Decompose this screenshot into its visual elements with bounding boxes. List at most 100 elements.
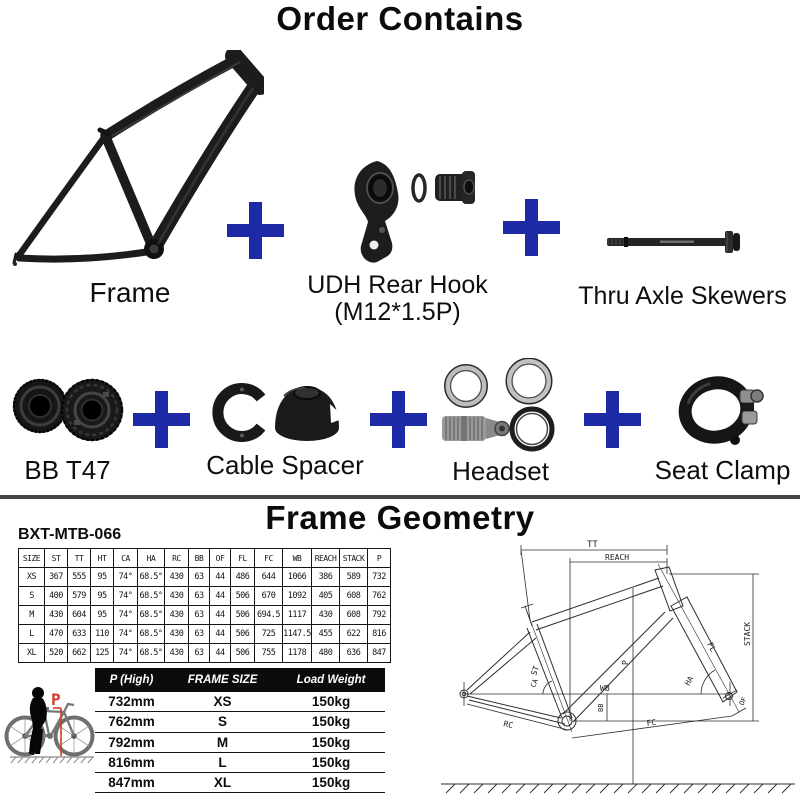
udh-label-line1: UDH Rear Hook <box>307 271 488 299</box>
table-cell: 847mm <box>95 772 168 794</box>
table-cell: 405 <box>311 586 340 606</box>
table-cell: 95 <box>90 567 114 587</box>
table-cell: 1117 <box>282 605 312 625</box>
section-divider <box>0 495 800 499</box>
column-header: HA <box>137 548 165 568</box>
table-cell: 63 <box>188 567 210 587</box>
table-cell: 63 <box>188 643 210 663</box>
table-cell: 63 <box>188 586 210 606</box>
table-cell: 636 <box>339 643 368 663</box>
table-cell: 125 <box>90 643 114 663</box>
table-cell: 644 <box>254 567 283 587</box>
dim-label-fc: FC <box>646 718 657 728</box>
table-cell: 367 <box>44 567 68 587</box>
table-cell: 430 <box>44 605 68 625</box>
dim-label-reach: REACH <box>605 553 629 562</box>
table-cell: 44 <box>209 624 231 644</box>
table-cell: L <box>167 752 278 774</box>
seat-clamp-photo <box>678 376 764 445</box>
table-cell: 430 <box>164 624 189 644</box>
table-cell: 95 <box>90 605 114 625</box>
table-cell: 589 <box>339 567 368 587</box>
table-cell: 400 <box>44 586 68 606</box>
table-cell: 579 <box>67 586 91 606</box>
column-header: WB <box>282 548 312 568</box>
table-cell: 1147.5 <box>282 624 312 644</box>
table-cell: 1092 <box>282 586 312 606</box>
plus-icon <box>133 391 190 448</box>
table-cell: 480 <box>311 643 340 663</box>
dim-label-p: P <box>621 660 630 665</box>
column-header: HT <box>90 548 114 568</box>
table-cell: L <box>18 624 45 644</box>
table-cell: 68.5° <box>137 586 165 606</box>
table-cell: 68.5° <box>137 567 165 587</box>
column-header: OF <box>209 548 231 568</box>
table-cell: XS <box>18 567 45 587</box>
dim-label-rc: RC <box>503 719 515 730</box>
column-header: FL <box>230 548 255 568</box>
thru-axle-photo <box>607 231 740 253</box>
table-cell: 150kg <box>277 772 385 794</box>
column-header: SIZE <box>18 548 45 568</box>
column-header: Load Weight <box>277 668 385 692</box>
standover-p-label: P <box>51 690 61 709</box>
column-header: TT <box>67 548 91 568</box>
column-header: P <box>367 548 391 568</box>
dim-label-fl: FL <box>705 641 718 654</box>
table-cell: 74° <box>113 586 138 606</box>
dim-label-stack: STACK <box>743 622 752 646</box>
table-cell: 68.5° <box>137 624 165 644</box>
dim-label-ha: HA <box>683 674 695 687</box>
table-cell: 520 <box>44 643 68 663</box>
table-cell: 633 <box>67 624 91 644</box>
dim-label-wb: WB <box>600 684 610 693</box>
dim-label-tt: TT <box>587 540 598 550</box>
table-cell: 816 <box>367 624 391 644</box>
table-cell: 694.5 <box>254 605 283 625</box>
table-cell: 506 <box>230 624 255 644</box>
table-cell: 470 <box>44 624 68 644</box>
table-cell: 68.5° <box>137 643 165 663</box>
table-cell: 44 <box>209 567 231 587</box>
table-cell: M <box>167 732 278 753</box>
table-cell: 63 <box>188 605 210 625</box>
table-cell: 555 <box>67 567 91 587</box>
column-header: FRAME SIZE <box>167 668 278 692</box>
frame-geometry-title: Frame Geometry <box>265 499 535 536</box>
table-cell: 506 <box>230 643 255 663</box>
table-cell: 44 <box>209 643 231 663</box>
table-cell: S <box>18 586 45 606</box>
plus-icon <box>584 391 641 448</box>
table-cell: 430 <box>164 567 189 587</box>
udh-label: UDH Rear Hook (M12*1.5P) <box>295 272 500 326</box>
table-cell: 622 <box>339 624 368 644</box>
table-cell: 74° <box>113 605 138 625</box>
table-cell: 430 <box>164 605 189 625</box>
column-header: ST <box>44 548 68 568</box>
table-cell: 95 <box>90 586 114 606</box>
dim-label-st: ST <box>529 664 541 676</box>
table-cell: 150kg <box>277 692 385 713</box>
table-cell: 150kg <box>277 711 385 733</box>
table-cell: 816mm <box>95 752 168 774</box>
cable-spacer-label: Cable Spacer <box>206 450 364 480</box>
bb-photo <box>12 378 124 442</box>
table-cell: 662 <box>67 643 91 663</box>
table-cell: 386 <box>311 567 340 587</box>
column-header: P (High) <box>95 668 168 692</box>
table-cell: XL <box>18 643 45 663</box>
table-cell: 1178 <box>282 643 312 663</box>
